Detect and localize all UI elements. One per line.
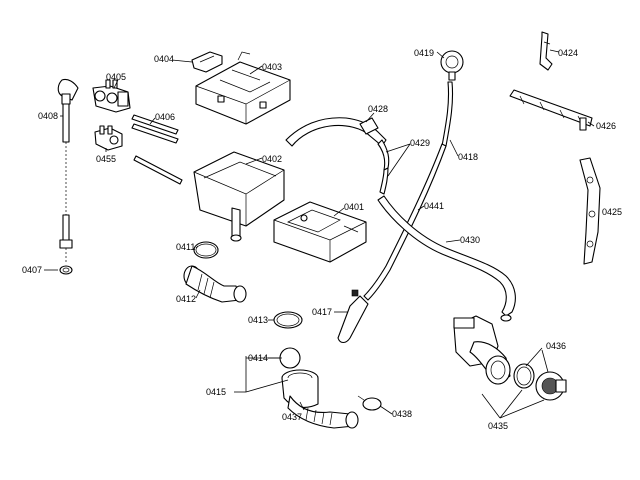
label-0414: 0414: [248, 353, 268, 363]
label-0426: 0426: [596, 121, 616, 131]
part-0411-ring[interactable]: [193, 241, 219, 259]
label-0424: 0424: [558, 48, 578, 58]
label-0429: 0429: [410, 138, 430, 148]
part-0425-side-bracket[interactable]: [579, 157, 601, 265]
part-0413-ring[interactable]: [273, 311, 303, 329]
label-0415: 0415: [206, 387, 226, 397]
part-0405-valve[interactable]: [92, 79, 131, 113]
label-0441: 0441: [424, 201, 444, 211]
label-0401: 0401: [344, 202, 364, 212]
label-0428: 0428: [368, 104, 388, 114]
label-0406: 0406: [155, 112, 175, 122]
part-0426-rail[interactable]: [509, 89, 593, 131]
label-0430: 0430: [460, 235, 480, 245]
part-0419-pressure-switch[interactable]: [440, 50, 464, 81]
label-0405: 0405: [106, 72, 126, 82]
part-0424-bracket[interactable]: [539, 31, 553, 71]
part-0441-hose[interactable]: [363, 143, 447, 301]
label-0425: 0425: [602, 207, 622, 217]
label-0413: 0413: [248, 315, 268, 325]
part-0436-seal-filter[interactable]: [513, 363, 567, 401]
part-0403-tray-top[interactable]: [195, 51, 291, 125]
leader-lines: [44, 49, 595, 419]
part-0407-nut[interactable]: [59, 265, 73, 275]
part-0438-clamp[interactable]: [357, 395, 382, 411]
label-0455: 0455: [96, 154, 116, 164]
label-0438: 0438: [392, 409, 412, 419]
part-0418-tube[interactable]: [441, 81, 454, 147]
part-0402-drawer-housing[interactable]: [193, 151, 285, 242]
label-0412: 0412: [176, 294, 196, 304]
label-0408: 0408: [38, 111, 58, 121]
part-0417-air-chamber[interactable]: [337, 289, 369, 344]
part-0401-detergent-drawer[interactable]: [273, 201, 367, 263]
label-0407: 0407: [22, 265, 42, 275]
part-0430-hose[interactable]: [377, 195, 516, 322]
label-0436: 0436: [546, 341, 566, 351]
part-hose-rod[interactable]: [133, 155, 183, 185]
part-0408-inlet-pipe[interactable]: [57, 78, 79, 262]
part-0455-valve[interactable]: [94, 125, 123, 151]
label-0411: 0411: [176, 242, 195, 252]
label-0403: 0403: [262, 62, 282, 72]
part-0404-clip[interactable]: [191, 51, 223, 73]
label-0402: 0402: [262, 154, 282, 164]
label-0435: 0435: [488, 421, 508, 431]
part-0437-sump[interactable]: [281, 369, 359, 429]
part-0435-drain-pump[interactable]: [453, 315, 511, 385]
part-0406-hose-pair[interactable]: [131, 114, 179, 144]
label-0419: 0419: [414, 48, 434, 58]
part-labels: 0404 0403 0419 0424 0405 0408 0406 0428 …: [22, 48, 622, 431]
part-0412-bellows-hose[interactable]: [183, 265, 247, 303]
label-0418: 0418: [458, 152, 478, 162]
part-0429-clamps[interactable]: [377, 139, 390, 195]
part-0428-hose[interactable]: [285, 117, 387, 147]
label-0404: 0404: [154, 54, 174, 64]
label-0437: 0437: [282, 412, 302, 422]
label-0417: 0417: [312, 307, 332, 317]
part-0414-ball[interactable]: [279, 347, 301, 369]
